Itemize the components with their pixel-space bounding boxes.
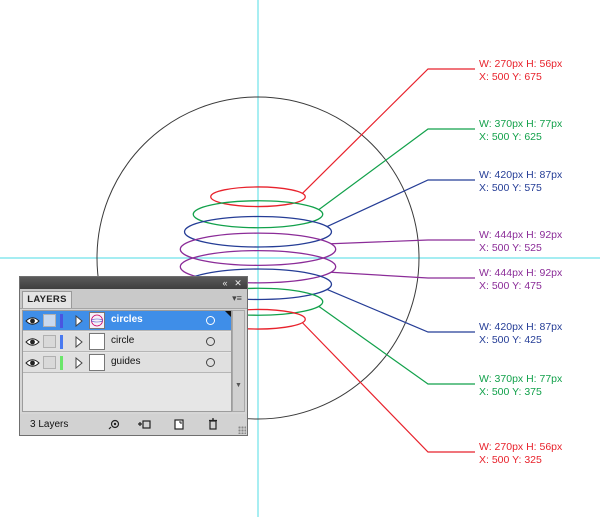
leader-lines-group [301,68,475,453]
target-circle-icon[interactable] [206,358,215,367]
ellipse-5 [179,249,337,284]
leader-line-8 [301,322,475,453]
layer-name: circle [111,335,135,346]
visibility-eye-icon[interactable] [25,336,40,348]
new-layer-icon[interactable] [172,418,186,430]
panel-titlebar[interactable]: « ✕ [20,277,247,289]
panel-footer: 3 Layers [20,414,247,435]
layer-color-swatch [60,335,63,349]
expand-triangle-icon[interactable] [74,315,84,327]
make-clipping-mask-icon[interactable] [137,418,151,430]
ellipse-2 [192,200,324,229]
leader-line-5 [330,271,475,279]
layer-color-swatch [60,314,63,328]
lock-toggle[interactable] [43,314,56,327]
layer-thumbnail [89,312,105,329]
layer-thumbnail [89,333,105,350]
leader-line-4 [330,239,475,245]
tab-layers[interactable]: LAYERS [22,291,72,308]
ellipse-dimensions-label: W: 270px H: 56px [479,441,563,453]
sphere-outline [96,96,420,420]
ellipse-dimensions-label: W: 420px H: 87px [479,321,563,333]
layer-row-circle[interactable]: circle [23,332,231,352]
ellipse-dimensions-label: W: 270px H: 56px [479,58,563,70]
ellipse-3 [183,215,333,248]
expand-triangle-icon[interactable] [74,357,84,369]
visibility-eye-icon[interactable] [25,315,40,327]
resize-grip[interactable] [238,426,246,434]
expand-triangle-icon[interactable] [74,336,84,348]
delete-layer-icon[interactable] [206,418,220,430]
leader-line-1 [301,68,475,194]
lock-toggle[interactable] [43,356,56,369]
locate-object-icon[interactable] [108,418,122,430]
ellipse-dimensions-label: W: 444px H: 92px [479,229,563,241]
layer-row-guides[interactable]: guides [23,353,231,373]
leader-line-7 [318,305,475,385]
ellipse-position-label: X: 500 Y: 675 [479,71,542,83]
panel-menu-icon[interactable]: ▾≡ [232,293,242,303]
panel-tab-row: LAYERS ▾≡ [20,289,247,309]
visibility-eye-icon[interactable] [25,357,40,369]
layers-list: circles circle guides [22,310,232,412]
target-circle-icon[interactable] [206,316,215,325]
ellipse-position-label: X: 500 Y: 375 [479,386,542,398]
ellipse-4 [179,232,337,266]
collapse-panel-icon[interactable]: « [222,278,228,288]
ellipse-position-label: X: 500 Y: 625 [479,131,542,143]
target-circle-icon[interactable] [206,337,215,346]
leader-line-6 [326,288,475,333]
layer-name: guides [111,356,141,367]
layer-count: 3 Layers [30,419,69,430]
thumbnail-sphere-icon [91,314,103,327]
layer-name: circles [111,314,143,325]
leader-line-3 [326,179,475,228]
layer-color-swatch [60,356,63,370]
close-panel-icon[interactable]: ✕ [234,278,242,288]
ellipse-position-label: X: 500 Y: 425 [479,334,542,346]
layers-panel: « ✕ LAYERS ▾≡ circles circle guides ▼ 3 La… [19,276,248,436]
ellipse-position-label: X: 500 Y: 325 [479,454,542,466]
selection-indicator [225,311,231,317]
ellipse-dimensions-label: W: 370px H: 77px [479,118,563,130]
leader-line-2 [318,128,475,211]
ellipse-1 [210,186,306,208]
ellipse-position-label: X: 500 Y: 575 [479,182,542,194]
scroll-down-icon[interactable]: ▼ [235,382,242,389]
ellipse-dimensions-label: W: 444px H: 92px [479,267,563,279]
ellipse-position-label: X: 500 Y: 525 [479,242,542,254]
ellipse-position-label: X: 500 Y: 475 [479,280,542,292]
layer-row-circles[interactable]: circles [23,311,231,331]
ellipse-dimensions-label: W: 420px H: 87px [479,169,563,181]
ellipse-dimensions-label: W: 370px H: 77px [479,373,563,385]
layer-thumbnail [89,354,105,371]
lock-toggle[interactable] [43,335,56,348]
layers-scrollbar[interactable]: ▼ [232,310,245,412]
